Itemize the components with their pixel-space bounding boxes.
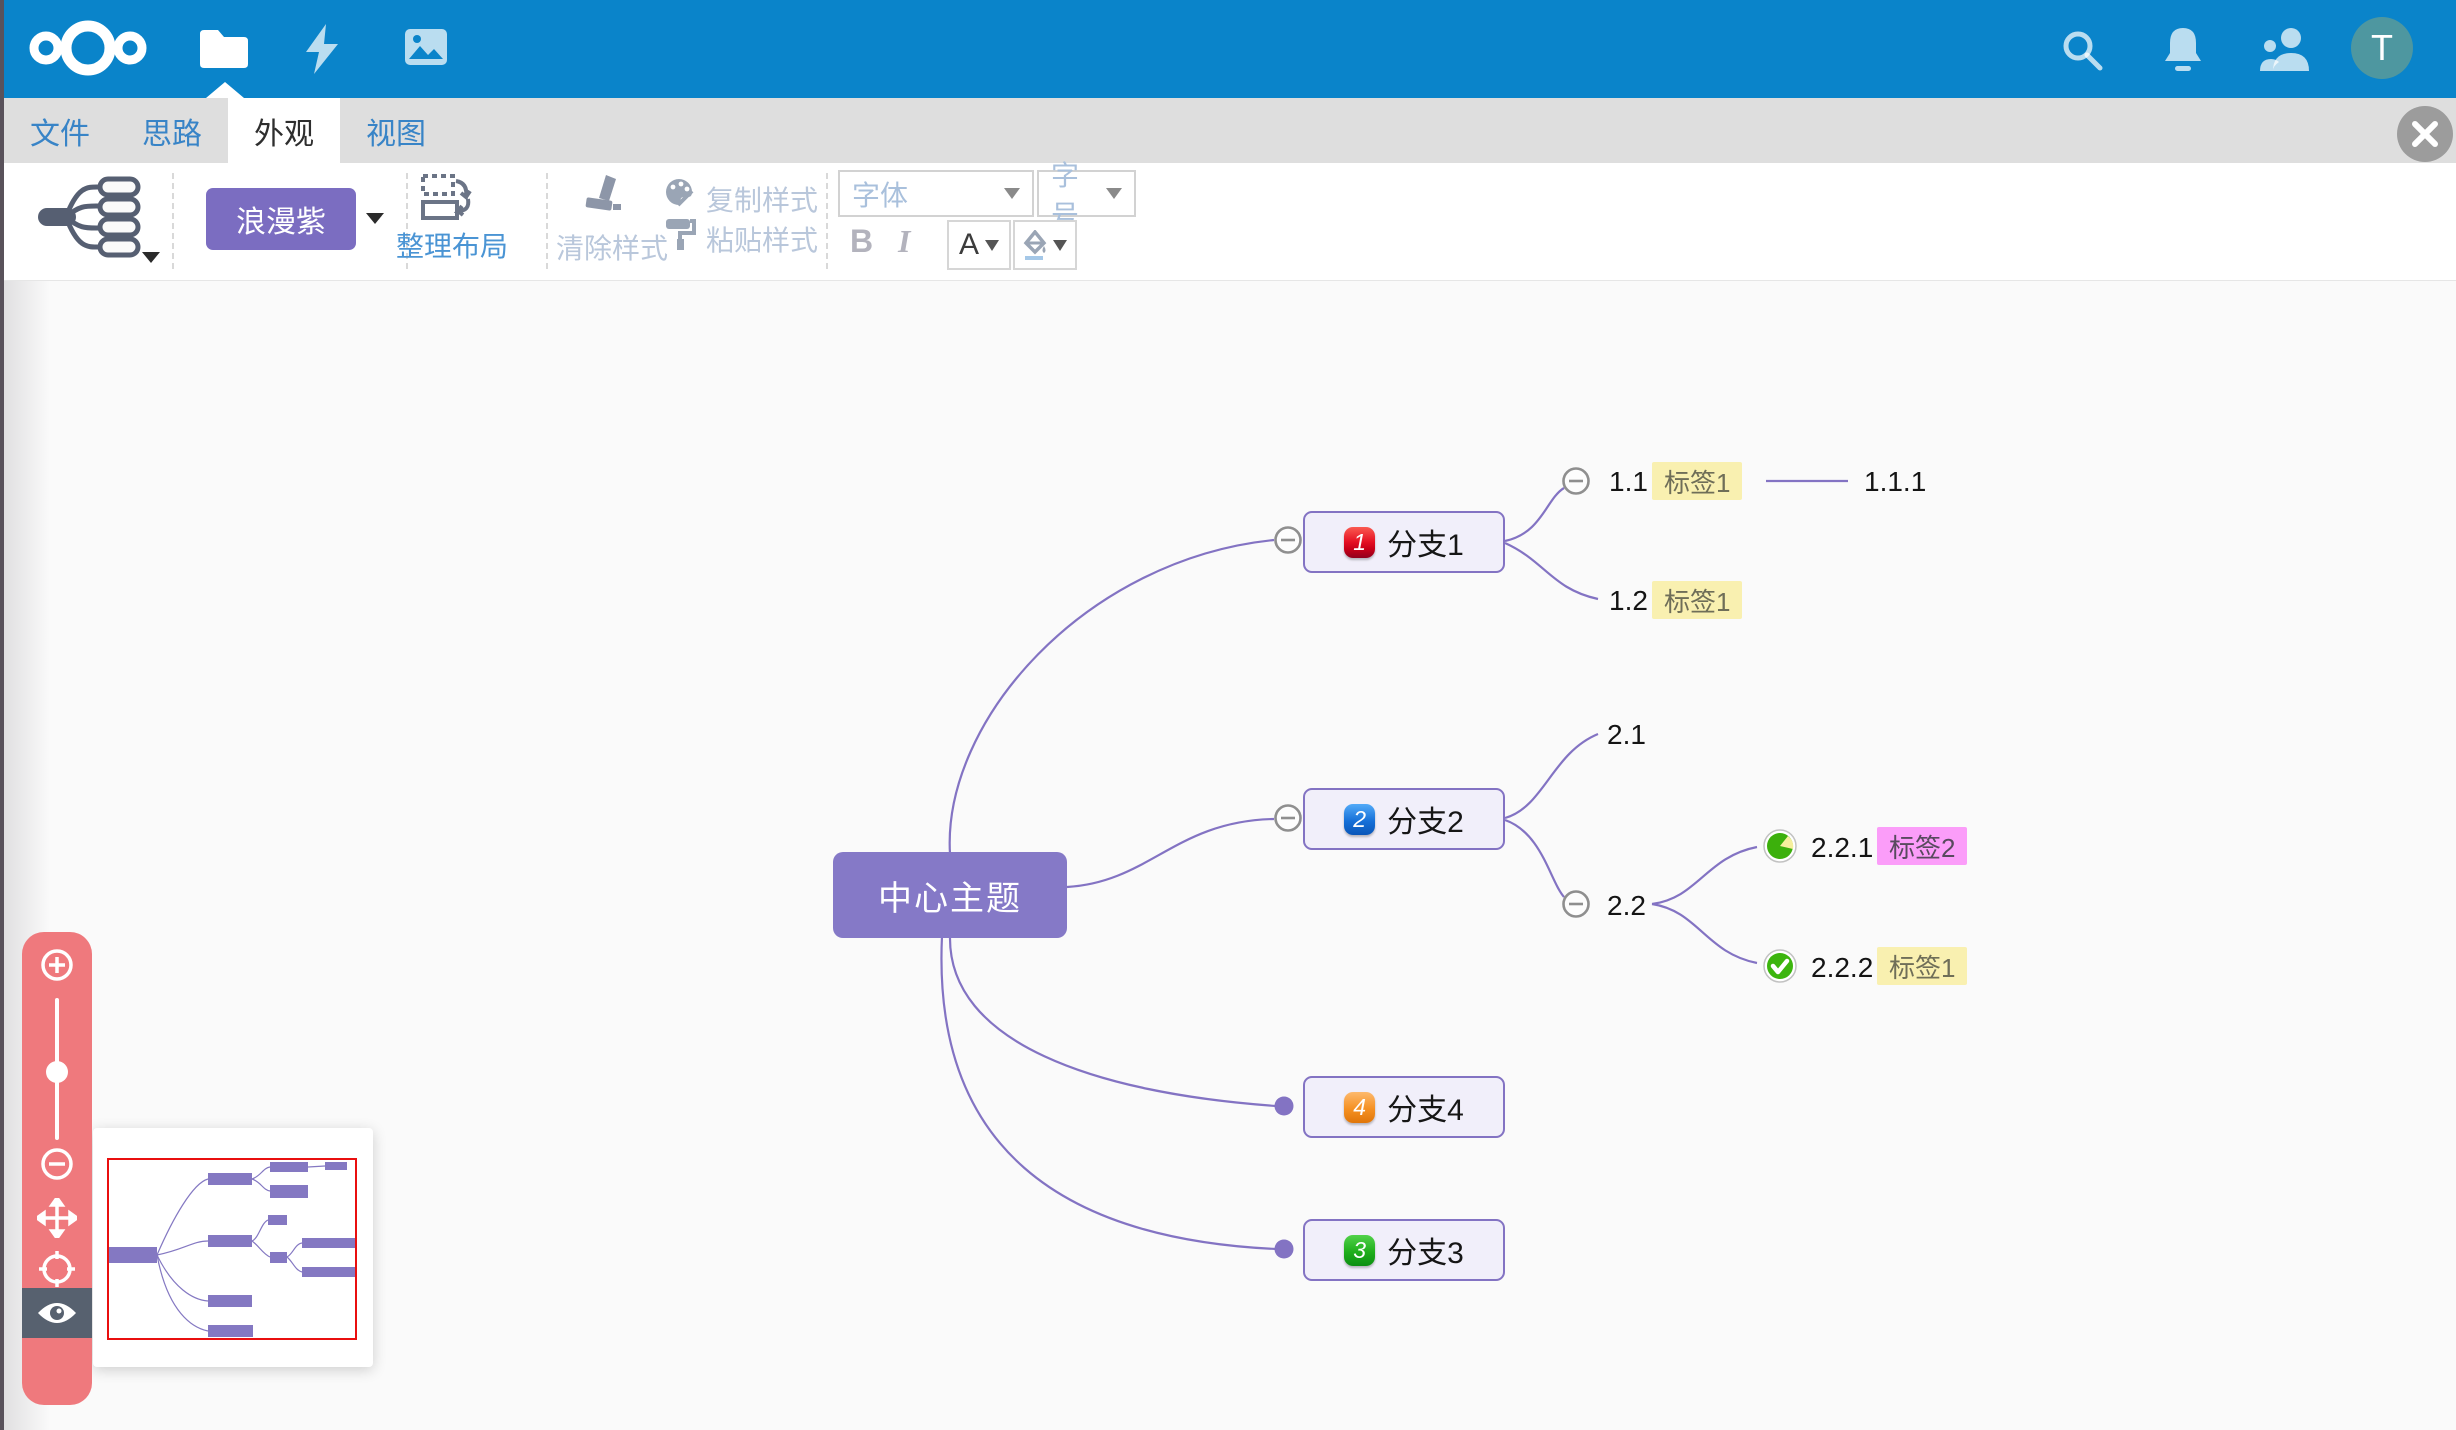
tab-file[interactable]: 文件 [30, 117, 90, 151]
font-color-button[interactable]: A [947, 220, 1011, 270]
nextcloud-logo[interactable] [22, 16, 154, 80]
pan-mode-button[interactable] [22, 1198, 92, 1238]
locate-center-button[interactable] [22, 1250, 92, 1288]
paste-style-icon[interactable] [664, 217, 696, 251]
zoom-slider-thumb[interactable] [46, 1061, 68, 1083]
theme-button[interactable]: 浪漫紫 [206, 188, 356, 250]
central-topic-node[interactable]: 中心主题 [833, 852, 1067, 938]
topic-2-2[interactable]: 2.2 [1607, 890, 1646, 921]
tag-label1-on-1-2[interactable]: 标签1 [1652, 581, 1743, 619]
structure-dropdown-caret[interactable] [142, 252, 160, 263]
priority-1-icon: 1 [1344, 526, 1376, 558]
topic-1-1-1[interactable]: 1.1.1 [1864, 466, 1927, 497]
paste-style-button[interactable]: 粘贴样式 [706, 225, 819, 256]
editor-tab-bar: 文件 思路 外观 视图 [0, 98, 2456, 163]
zoom-in-icon [41, 949, 73, 981]
topic-1-2[interactable]: 1.2 [1609, 585, 1648, 616]
priority-2-icon: 2 [1344, 803, 1376, 835]
font-family-select[interactable]: 字体 [838, 170, 1034, 217]
notifications-bell-icon[interactable] [2162, 26, 2204, 74]
move-arrows-icon [37, 1198, 77, 1238]
minimap-navigator[interactable] [93, 1128, 373, 1367]
target-icon [39, 1251, 75, 1287]
toolbar-separator [172, 173, 174, 269]
progress-pie-icon[interactable] [1763, 829, 1797, 863]
minimap-preview [108, 1162, 357, 1337]
zoom-out-button[interactable] [22, 1146, 92, 1182]
tab-view[interactable]: 视图 [366, 117, 426, 151]
branch2-node[interactable]: 2 分支2 [1303, 788, 1505, 850]
collapse-icon-n22 [1562, 890, 1590, 918]
collapse-icon-branch1 [1274, 526, 1302, 554]
toggle-navigator-button[interactable] [22, 1288, 92, 1338]
close-editor-button[interactable] [2397, 106, 2453, 162]
arrange-layout-button[interactable]: 整理布局 [396, 231, 509, 262]
topic-2-1[interactable]: 2.1 [1607, 719, 1646, 750]
italic-button[interactable]: I [898, 223, 911, 259]
activity-icon[interactable] [300, 24, 344, 74]
avatar-initial: T [2371, 27, 2393, 68]
window-left-edge [0, 0, 4, 1430]
topic-2-2-1[interactable]: 2.2.1 [1811, 832, 1874, 863]
branch1-node[interactable]: 1 分支1 [1303, 511, 1505, 573]
toolbar-separator [406, 173, 408, 269]
tag-label2-on-2-2-1[interactable]: 标签2 [1877, 827, 1968, 865]
close-icon [2412, 121, 2438, 147]
collapse-toggle-icons[interactable] [1274, 467, 1590, 918]
files-icon[interactable] [198, 28, 248, 70]
toolbar-separator [546, 173, 548, 269]
active-app-indicator [206, 82, 244, 98]
priority-3-icon: 3 [1344, 1234, 1376, 1266]
tab-appearance[interactable]: 外观 [228, 98, 340, 163]
clear-style-icon[interactable] [580, 171, 630, 223]
zoom-out-icon [41, 1148, 73, 1180]
branch4-node[interactable]: 4 分支4 [1303, 1076, 1505, 1138]
tag-label1-on-1-1[interactable]: 标签1 [1652, 462, 1743, 500]
contacts-icon[interactable] [2258, 26, 2312, 72]
tab-idea[interactable]: 思路 [142, 117, 202, 151]
copy-style-icon[interactable] [664, 177, 694, 207]
done-check-icon[interactable] [1763, 949, 1797, 983]
collapse-icon-branch2 [1274, 804, 1302, 832]
minimap-viewport[interactable] [107, 1158, 357, 1340]
topic-1-1[interactable]: 1.1 [1609, 466, 1648, 497]
user-avatar[interactable]: T [2351, 17, 2413, 79]
background-color-button[interactable] [1013, 220, 1077, 270]
font-size-select[interactable]: 字号 [1037, 160, 1136, 231]
eye-icon [38, 1303, 76, 1323]
zoom-control-bar [22, 932, 92, 1405]
search-icon[interactable] [2060, 28, 2104, 72]
bold-button[interactable]: B [850, 223, 874, 259]
priority-4-icon: 4 [1344, 1091, 1376, 1123]
mindmap-structure-icon[interactable] [28, 175, 148, 259]
top-header-bar: T [0, 0, 2456, 98]
mindmap-canvas[interactable]: 中心主题 1 分支1 2 分支2 4 分支4 3 分支3 1.1 标签1 1.1… [0, 281, 2456, 1430]
photos-icon[interactable] [404, 28, 448, 66]
paint-bucket-icon [1023, 230, 1047, 260]
branch3-node[interactable]: 3 分支3 [1303, 1219, 1505, 1281]
zoom-in-button[interactable] [22, 947, 92, 983]
branch-endpoint-dots [1274, 1096, 1294, 1259]
topic-2-2-2[interactable]: 2.2.2 [1811, 952, 1874, 983]
copy-style-button[interactable]: 复制样式 [706, 185, 819, 216]
appearance-toolbar: 浪漫紫 整理布局 清除样式 复制样式 [0, 160, 2456, 281]
clear-style-button[interactable]: 清除样式 [556, 233, 669, 264]
tag-label1-on-2-2-2[interactable]: 标签1 [1877, 947, 1968, 985]
toolbar-separator [826, 173, 828, 269]
mindmap-connectors [940, 467, 1848, 1259]
theme-dropdown-caret[interactable] [366, 213, 384, 224]
collapse-icon-n11 [1562, 467, 1590, 495]
arrange-layout-icon[interactable] [420, 173, 472, 223]
